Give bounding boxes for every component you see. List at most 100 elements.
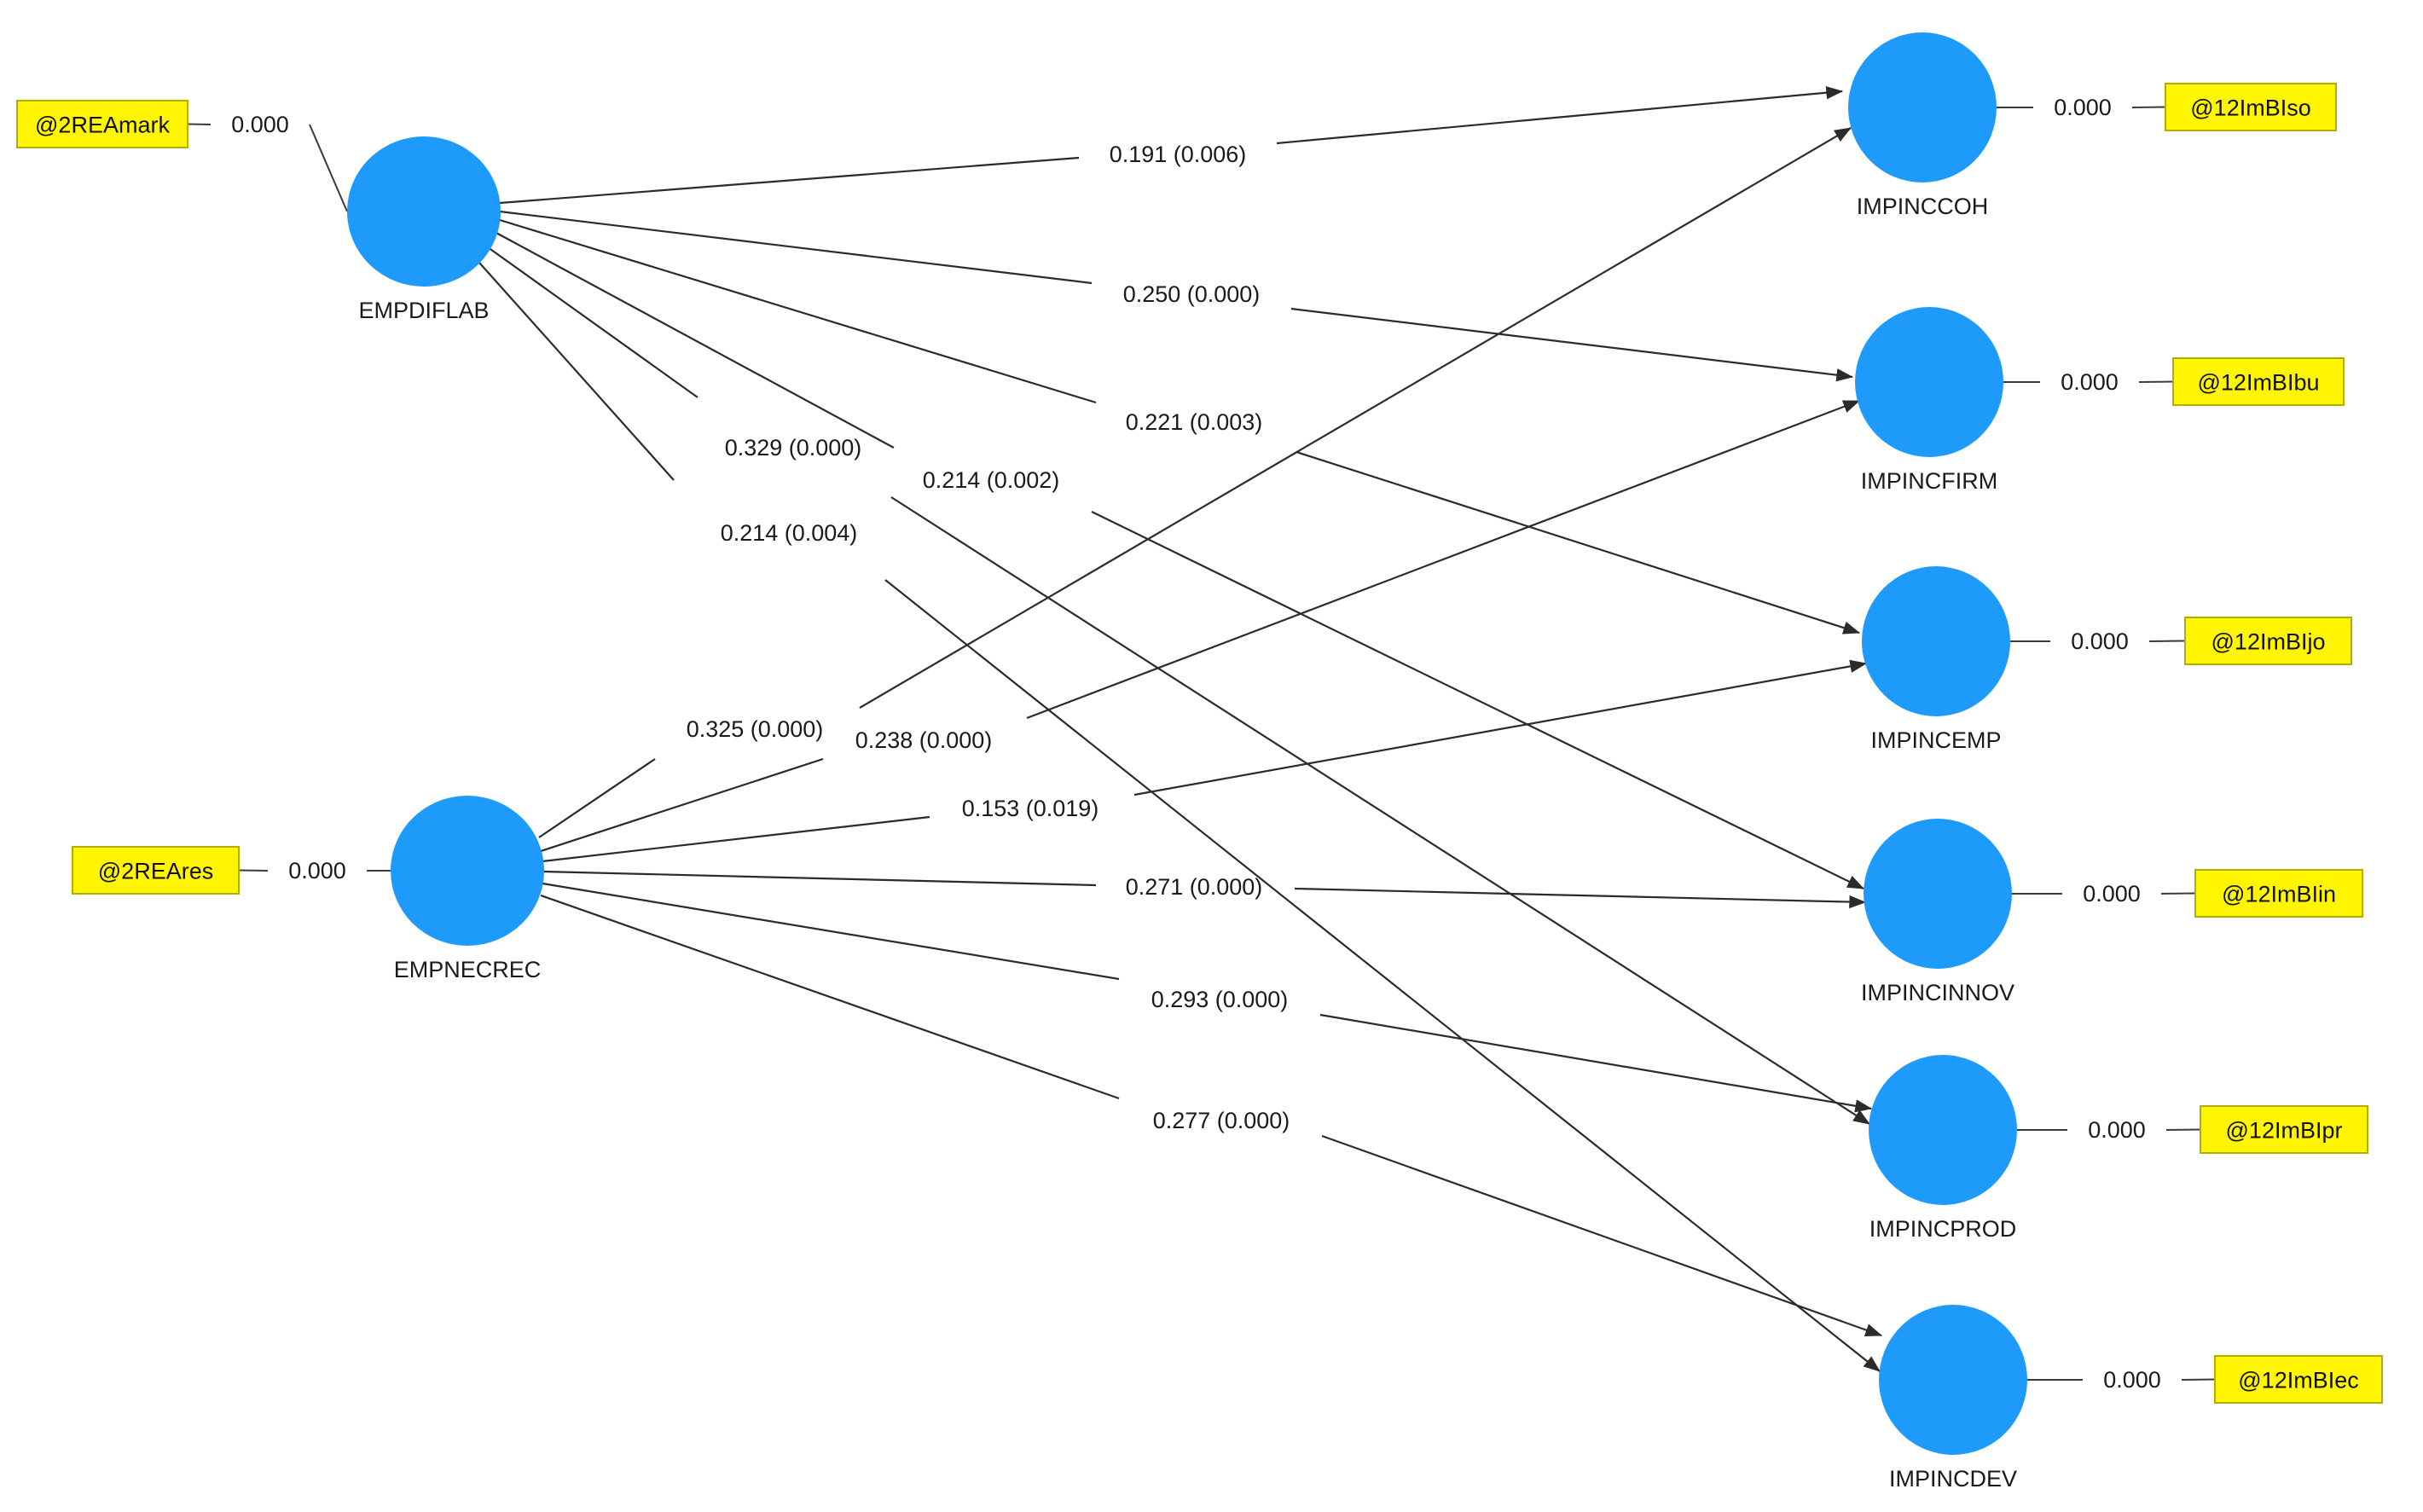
path-edge-arrow-segment bbox=[1296, 450, 1861, 634]
path-coefficient-label: 0.277 (0.000) bbox=[1153, 1108, 1290, 1133]
path-edge-segment bbox=[542, 815, 930, 863]
node-ellipse[interactable] bbox=[1848, 32, 1997, 182]
outcome-node[interactable]: IMPINCFIRM bbox=[1855, 307, 2003, 494]
error-term-box[interactable] bbox=[2172, 357, 2345, 406]
error-term-box[interactable] bbox=[16, 100, 188, 148]
path-edge-segment bbox=[499, 156, 1080, 205]
error-connector-outer bbox=[2181, 1378, 2216, 1381]
path-edge[interactable] bbox=[542, 870, 1867, 909]
outcome-error-term: 0.000 @12ImBIbu bbox=[2003, 357, 2345, 406]
path-edge[interactable] bbox=[499, 210, 1854, 382]
path-edges-layer bbox=[478, 86, 1883, 1372]
path-edge[interactable] bbox=[487, 246, 1870, 1125]
error-variance-value: 0.000 bbox=[2054, 95, 2112, 120]
path-edge-arrow-segment bbox=[1276, 86, 1844, 145]
node-ellipse[interactable] bbox=[1869, 1055, 2017, 1205]
error-term-box[interactable] bbox=[2200, 1105, 2368, 1154]
node-ellipse[interactable] bbox=[1855, 307, 2003, 457]
path-edge-segment bbox=[540, 757, 824, 853]
path-edge-segment bbox=[499, 210, 1093, 285]
path-edge-arrow-segment bbox=[1294, 887, 1867, 909]
path-edge[interactable] bbox=[542, 659, 1868, 863]
path-coefficient-label: 0.329 (0.000) bbox=[725, 435, 862, 461]
path-edge-segment bbox=[540, 894, 1120, 1100]
node-ellipse[interactable] bbox=[391, 796, 544, 946]
predictor-error-term: 0.000@2REAmark bbox=[16, 100, 348, 212]
outcome-node[interactable]: IMPINCPROD bbox=[1869, 1055, 2017, 1242]
path-edge-arrow-segment bbox=[1319, 1013, 1873, 1113]
path-edge-arrow-segment bbox=[890, 496, 1870, 1125]
path-coefficient-label: 0.191 (0.006) bbox=[1110, 142, 1247, 167]
node-ellipse[interactable] bbox=[1879, 1305, 2027, 1455]
path-edge[interactable] bbox=[540, 399, 1861, 853]
error-term-box[interactable] bbox=[2165, 83, 2337, 131]
path-edge-arrow-segment bbox=[1321, 1134, 1883, 1337]
error-term-label: @12ImBIjo bbox=[2211, 629, 2326, 655]
path-edge[interactable] bbox=[499, 218, 1861, 634]
error-connector-outer bbox=[2131, 106, 2166, 108]
error-term-label: @2REAres bbox=[98, 859, 213, 884]
path-edge[interactable] bbox=[499, 86, 1844, 205]
path-edge-segment bbox=[538, 758, 656, 838]
error-term-label: @12ImBIbu bbox=[2198, 370, 2320, 396]
error-variance-value: 0.000 bbox=[2103, 1367, 2161, 1393]
path-edge-segment bbox=[542, 870, 1097, 887]
error-variance-value: 0.000 bbox=[2071, 629, 2129, 654]
outcome-error-term: 0.000 @12ImBIpr bbox=[2017, 1105, 2368, 1154]
node-label: IMPINCCOH bbox=[1857, 194, 1989, 219]
path-edge-segment bbox=[487, 246, 698, 398]
node-label: EMPDIFLAB bbox=[358, 298, 489, 323]
error-connector-outer bbox=[2165, 1128, 2201, 1131]
error-term-box[interactable] bbox=[2214, 1355, 2383, 1404]
node-ellipse[interactable] bbox=[347, 136, 501, 287]
error-variance-value: 0.000 bbox=[2061, 369, 2119, 395]
path-edge-arrow-segment bbox=[884, 579, 1881, 1372]
path-edge-segment bbox=[478, 262, 675, 481]
error-variance-value: 0.000 bbox=[231, 112, 289, 137]
path-coefficient-label: 0.214 (0.004) bbox=[721, 520, 858, 546]
path-edge-segment bbox=[494, 231, 895, 449]
outcome-error-term: 0.000 @12ImBIjo bbox=[2010, 617, 2352, 665]
error-connector-outer bbox=[309, 124, 348, 212]
path-edge[interactable] bbox=[542, 882, 1873, 1113]
predictor-node[interactable]: EMPDIFLAB bbox=[347, 136, 501, 323]
error-connector-outer bbox=[2138, 380, 2174, 383]
error-variance-value: 0.000 bbox=[2088, 1117, 2146, 1143]
node-ellipse[interactable] bbox=[1862, 566, 2010, 716]
error-variance-value: 0.000 bbox=[288, 858, 346, 883]
node-ellipse[interactable] bbox=[1864, 819, 2012, 969]
path-edge-arrow-segment bbox=[1091, 511, 1864, 889]
error-term-box[interactable] bbox=[2194, 869, 2363, 918]
outcome-node[interactable]: IMPINCCOH bbox=[1848, 32, 1997, 219]
outcome-node[interactable]: IMPINCDEV bbox=[1879, 1305, 2027, 1492]
path-coefficient-label: 0.153 (0.019) bbox=[962, 796, 1099, 821]
path-labels-layer: 0.191 (0.006)0.250 (0.000)0.221 (0.003)0… bbox=[687, 142, 1290, 1133]
outcome-error-term: 0.000@12ImBIec bbox=[2027, 1355, 2383, 1404]
error-term-label: @12ImBIpr bbox=[2226, 1118, 2343, 1144]
path-coefficient-label: 0.250 (0.000) bbox=[1123, 281, 1261, 307]
outcome-error-term: 0.000 @12ImBIin bbox=[2012, 869, 2363, 918]
outcome-node[interactable]: IMPINCINNOV bbox=[1861, 819, 2014, 1005]
node-label: IMPINCINNOV bbox=[1861, 980, 2014, 1005]
node-label: IMPINCFIRM bbox=[1861, 468, 1997, 494]
error-term-label: @12ImBIin bbox=[2222, 882, 2336, 907]
error-connector-outer bbox=[2148, 640, 2186, 642]
path-edge[interactable] bbox=[478, 262, 1881, 1372]
path-edge[interactable] bbox=[540, 894, 1883, 1337]
error-term-box[interactable] bbox=[2184, 617, 2352, 665]
path-edge-arrow-segment bbox=[1133, 659, 1868, 797]
path-edge-arrow-segment bbox=[1290, 307, 1854, 382]
path-edge-segment bbox=[499, 218, 1097, 404]
path-edge[interactable] bbox=[538, 127, 1852, 838]
path-coefficient-label: 0.325 (0.000) bbox=[687, 716, 824, 742]
error-term-box[interactable] bbox=[72, 846, 240, 895]
outcome-node[interactable]: IMPINCEMP bbox=[1862, 566, 2010, 753]
path-edge-arrow-segment bbox=[859, 127, 1852, 709]
latent-nodes-layer: EMPDIFLAB EMPNECREC IMPINCCOH IMPINCFIRM IMP… bbox=[347, 32, 2027, 1492]
predictor-error-term: 0.000 @2REAres bbox=[72, 846, 391, 895]
right-error-terms-layer: 0.000@12ImBIso0.000@12ImBIbu0.000@12ImBI… bbox=[1997, 83, 2383, 1404]
predictor-node[interactable]: EMPNECREC bbox=[391, 796, 544, 982]
path-edge[interactable] bbox=[494, 231, 1864, 889]
error-variance-value: 0.000 bbox=[2083, 881, 2141, 907]
